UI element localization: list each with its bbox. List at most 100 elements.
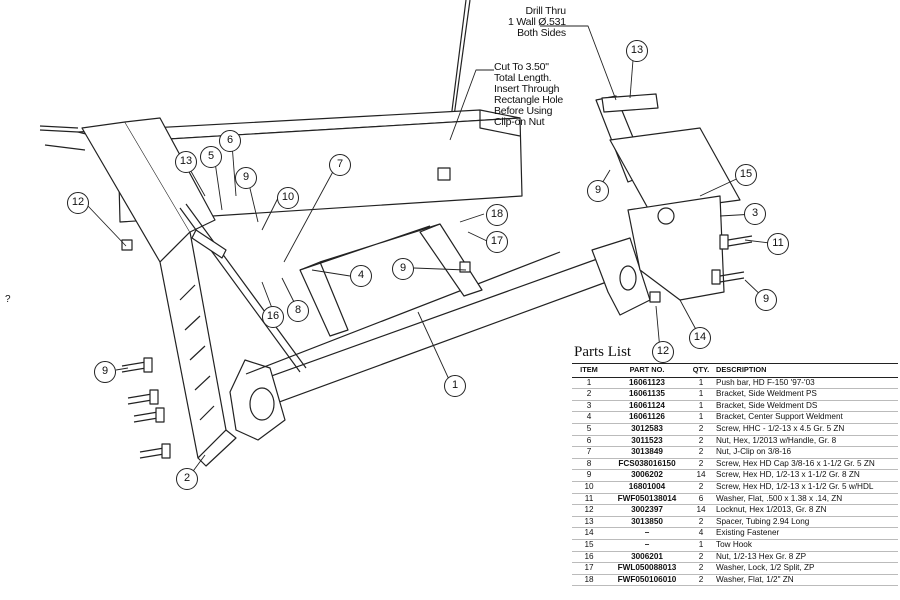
cell-description: Tow Hook bbox=[714, 539, 898, 552]
spacer-tube bbox=[601, 93, 659, 113]
parts-list: Parts List ITEM PART NO. QTY. DESCRIPTIO… bbox=[572, 344, 898, 587]
cell-description: Washer, Flat, 1/2" ZN bbox=[714, 574, 898, 587]
callout-item-9: 9 bbox=[392, 258, 414, 280]
right-side-bracket bbox=[595, 95, 741, 301]
cell-qty: 1 bbox=[688, 388, 714, 401]
cell-qty: 2 bbox=[688, 435, 714, 448]
callout-item-11: 11 bbox=[767, 233, 789, 255]
cell-item: 8 bbox=[572, 458, 606, 471]
cell-part-no: 16061126 bbox=[606, 411, 688, 424]
cell-part-no: 3013850 bbox=[606, 516, 688, 529]
cell-item: 1 bbox=[572, 377, 606, 390]
callout-item-9: 9 bbox=[235, 167, 257, 189]
cell-item: 18 bbox=[572, 574, 606, 587]
parts-table-header: ITEM PART NO. QTY. DESCRIPTION bbox=[572, 363, 898, 378]
cell-description: Washer, Lock, 1/2 Split, ZP bbox=[714, 562, 898, 575]
cell-qty: 1 bbox=[688, 411, 714, 424]
cell-description: Locknut, Hex 1/2013, Gr. 8 ZN bbox=[714, 504, 898, 517]
callout-item-2: 2 bbox=[176, 468, 198, 490]
cell-qty: 2 bbox=[688, 458, 714, 471]
header-item: ITEM bbox=[572, 363, 606, 378]
callout-item-1: 1 bbox=[444, 375, 466, 397]
cell-part-no: 3002397 bbox=[606, 504, 688, 517]
callout-item-15: 15 bbox=[735, 164, 757, 186]
cell-part-no: 3006202 bbox=[606, 469, 688, 482]
cell-qty: 2 bbox=[688, 562, 714, 575]
cell-item: 3 bbox=[572, 400, 606, 413]
cell-item: 7 bbox=[572, 446, 606, 459]
callout-item-4: 4 bbox=[350, 265, 372, 287]
cell-part-no: 3013849 bbox=[606, 446, 688, 459]
cell-item: 16 bbox=[572, 551, 606, 564]
callout-item-9: 9 bbox=[94, 361, 116, 383]
leader-lines bbox=[87, 25, 779, 479]
cut-note-line: Total Length. bbox=[494, 72, 552, 84]
cell-item: 17 bbox=[572, 562, 606, 575]
header-qty: QTY. bbox=[688, 363, 714, 378]
cell-item: 6 bbox=[572, 435, 606, 448]
callout-item-12: 12 bbox=[652, 341, 674, 363]
cut-note-line: Insert Through bbox=[494, 83, 560, 95]
push-bar-tube bbox=[229, 237, 651, 441]
cell-part-no: 16061123 bbox=[606, 377, 688, 390]
cell-item: 4 bbox=[572, 411, 606, 424]
cell-item: 15 bbox=[572, 539, 606, 552]
cell-part-no: FWL050088013 bbox=[606, 562, 688, 575]
callout-item-12: 12 bbox=[67, 192, 89, 214]
cell-qty: 6 bbox=[688, 493, 714, 506]
cell-part-no: 3011523 bbox=[606, 435, 688, 448]
cell-qty: 2 bbox=[688, 446, 714, 459]
callout-item-5: 5 bbox=[200, 146, 222, 168]
callout-item-3: 3 bbox=[744, 203, 766, 225]
cut-note-line: Cut To 3.50" bbox=[494, 61, 549, 73]
cell-qty: 2 bbox=[688, 574, 714, 587]
callout-item-17: 17 bbox=[486, 231, 508, 253]
cell-part-no: – bbox=[606, 539, 688, 552]
cell-part-no: FWF050106010 bbox=[606, 574, 688, 587]
callout-item-6: 6 bbox=[219, 130, 241, 152]
cell-qty: 1 bbox=[688, 539, 714, 552]
cell-qty: 1 bbox=[688, 400, 714, 413]
cell-qty: 4 bbox=[688, 527, 714, 540]
callout-item-13: 13 bbox=[626, 40, 648, 62]
cell-part-no: 3012583 bbox=[606, 423, 688, 436]
cell-qty: 1 bbox=[688, 377, 714, 390]
callout-item-8: 8 bbox=[287, 300, 309, 322]
cut-note-line: Before Using bbox=[494, 105, 553, 117]
callout-item-9: 9 bbox=[755, 289, 777, 311]
cell-item: 12 bbox=[572, 504, 606, 517]
cell-description: Screw, Hex HD Cap 3/8-16 x 1-1/2 Gr. 5 Z… bbox=[714, 458, 898, 471]
cell-description: Bracket, Center Support Weldment bbox=[714, 411, 898, 424]
cell-part-no: 16801004 bbox=[606, 481, 688, 494]
header-description: DESCRIPTION bbox=[714, 363, 898, 378]
drill-note-line: Drill Thru bbox=[525, 5, 567, 17]
drill-note-line: 1 Wall Ø.531 bbox=[508, 16, 566, 28]
cell-description: Existing Fastener bbox=[714, 527, 898, 540]
cell-description: Bracket, Side Weldment DS bbox=[714, 400, 898, 413]
cell-qty: 2 bbox=[688, 481, 714, 494]
parts-list-title: Parts List bbox=[574, 344, 632, 360]
callout-item-13: 13 bbox=[175, 151, 197, 173]
callout-item-18: 18 bbox=[486, 204, 508, 226]
cell-description: Nut, Hex, 1/2013 w/Handle, Gr. 8 bbox=[714, 435, 898, 448]
header-part-no: PART NO. bbox=[606, 363, 688, 378]
cell-item: 13 bbox=[572, 516, 606, 529]
cell-qty: 2 bbox=[688, 551, 714, 564]
